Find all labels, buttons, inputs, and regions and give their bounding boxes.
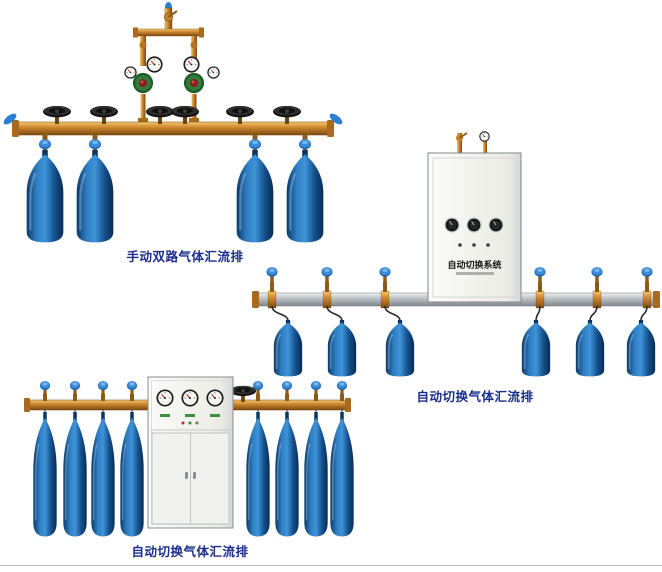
- pressure-gauge: [488, 217, 504, 233]
- connection-hose: [326, 305, 343, 322]
- valve-handwheel: [229, 385, 257, 402]
- cabinet-label: 自动切换系统: [447, 259, 501, 271]
- cylinder-cap: [252, 381, 264, 396]
- gas-cylinder: [118, 412, 146, 538]
- label-mark: [160, 414, 170, 417]
- gas-cylinder: [302, 412, 330, 538]
- figure-auto-switch-manifold-bottom: [15, 372, 360, 547]
- cabinet-subtext-line: [456, 272, 494, 275]
- gas-cylinders: [272, 320, 657, 378]
- indicator-dot: [181, 421, 185, 425]
- bottom-divider: [0, 565, 662, 566]
- cylinder-cap: [281, 381, 293, 396]
- pressure-gauge: [146, 56, 163, 73]
- control-cabinet: [147, 376, 234, 529]
- valve-handwheel: [273, 105, 301, 124]
- cabinet-door-right: [190, 432, 230, 525]
- gas-cylinder: [328, 412, 356, 538]
- caption-auto-bottom: 自动切换气体汇流排: [131, 544, 249, 559]
- gas-cylinder: [25, 150, 65, 244]
- cylinder-cap: [336, 381, 348, 396]
- connection-hose: [589, 305, 598, 322]
- caption-manual-dual: 手动双路气体汇流排: [126, 249, 244, 264]
- top-header-assembly: [133, 2, 204, 66]
- connection-hose: [640, 305, 648, 322]
- gas-cylinder: [75, 150, 115, 244]
- pressure-gauge: [181, 389, 199, 407]
- indicator-dot: [486, 243, 490, 247]
- pressure-gauge: [444, 217, 460, 233]
- indicator-dot: [472, 243, 476, 247]
- cylinder-connections: [266, 267, 653, 322]
- cylinder-cap: [534, 267, 546, 283]
- indicator-dot: [195, 421, 199, 425]
- pressure-gauge: [206, 389, 224, 407]
- caption-auto-right: 自动切换气体汇流排: [416, 389, 534, 404]
- pressure-gauge: [183, 56, 200, 73]
- valve-handwheel: [146, 105, 174, 124]
- cylinder-cap: [591, 267, 603, 283]
- valve-handwheel: [43, 105, 71, 124]
- pressure-gauge: [207, 66, 220, 79]
- valve-handwheel: [226, 105, 254, 124]
- gas-cylinder: [625, 320, 657, 378]
- cylinder-cap: [266, 267, 278, 283]
- gas-cylinder: [89, 412, 117, 538]
- blue-tip-cap: [3, 113, 17, 125]
- cylinder-cap: [126, 381, 138, 396]
- connection-hose: [535, 305, 541, 322]
- cylinder-cap: [379, 267, 391, 283]
- label-mark: [210, 414, 220, 417]
- blue-tip-cap: [329, 113, 343, 125]
- connection-hose: [271, 305, 289, 322]
- brass-manifold-pipe-right: [229, 385, 351, 412]
- indicator-dot: [458, 243, 462, 247]
- indicator-dot: [188, 421, 192, 425]
- cylinder-cap: [310, 381, 322, 396]
- door-handle: [193, 472, 196, 479]
- door-handle: [185, 472, 188, 479]
- ball-valve: [190, 41, 198, 49]
- cylinder-cap: [641, 267, 653, 283]
- figure-manual-dual-manifold: [0, 0, 345, 250]
- ball-valve: [139, 41, 147, 49]
- pressure-gauge: [156, 389, 174, 407]
- cylinder-cap: [39, 381, 51, 396]
- gas-cylinder: [61, 412, 89, 538]
- gas-cylinder: [273, 412, 301, 538]
- gas-cylinder: [574, 320, 606, 378]
- connection-hose: [384, 305, 401, 322]
- regulator-body: [183, 72, 205, 94]
- pressure-gauge: [466, 217, 482, 233]
- control-cabinet: 自动切换系统: [427, 131, 522, 303]
- gas-cylinder: [384, 320, 416, 378]
- gas-cylinder: [326, 320, 358, 378]
- cabinet-door-left: [151, 432, 191, 525]
- cylinder-connections: [38, 134, 312, 156]
- regulator-body: [132, 72, 154, 94]
- manifold-valves: [43, 105, 301, 124]
- cylinder-cap: [69, 381, 81, 396]
- gas-cylinder: [272, 320, 304, 378]
- cylinder-cap: [321, 267, 333, 283]
- gas-cylinder: [31, 412, 59, 538]
- gas-cylinder: [520, 320, 552, 378]
- gas-cylinder: [244, 412, 272, 538]
- pressure-gauge: [479, 131, 490, 142]
- cylinder-cap: [97, 381, 109, 396]
- main-brass-pipe: [3, 113, 343, 137]
- pressure-gauge: [124, 66, 137, 79]
- valve-handwheel: [90, 105, 118, 124]
- figure-auto-switch-manifold-right: 自动切换系统: [250, 130, 662, 385]
- pressure-regulator-left: [124, 56, 163, 124]
- label-mark: [185, 414, 195, 417]
